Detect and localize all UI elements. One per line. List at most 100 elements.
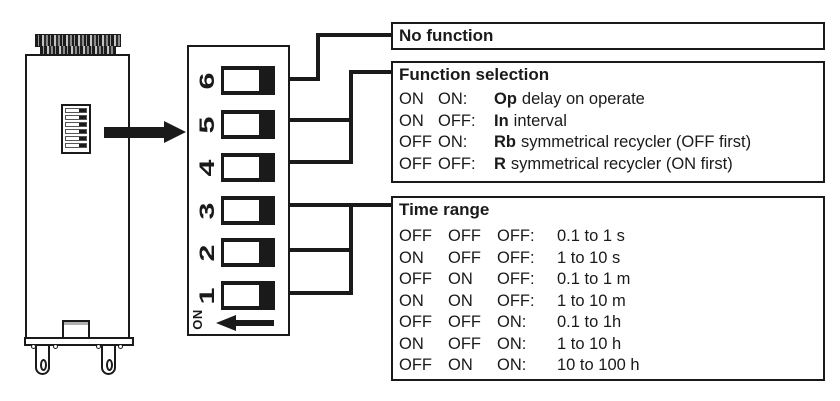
state-cell: OFF: [448, 248, 481, 267]
function-desc: symmetrical recycler (OFF first): [521, 133, 752, 151]
connector-line-switch2: [255, 248, 353, 252]
mini-dip-slot: [65, 122, 87, 127]
dip-switch-number-3: 3: [196, 202, 219, 219]
dip-switch-4: [221, 153, 275, 182]
time-range-title: Time range: [399, 200, 490, 219]
state-cell: ON: [448, 356, 473, 374]
device-body: [25, 54, 130, 339]
dip-switch-actuator: [224, 242, 259, 263]
rivet-dot: [96, 344, 101, 349]
mini-dip-slot-end: [79, 137, 86, 140]
connector-line-switch4: [251, 160, 353, 164]
state-cell: OFF: [399, 227, 432, 245]
connector-line-function: [349, 70, 392, 74]
time-range-value: 0.1 to 1 m: [557, 270, 631, 288]
time-range-row: OFF ON ON: 10 to 100 h: [399, 355, 821, 377]
rivet-dot: [118, 344, 123, 349]
mini-dip-slot: [65, 129, 87, 134]
time-range-row: ON OFF ON: 1 to 10 h: [399, 334, 821, 356]
state-cell: OFF:: [497, 291, 535, 310]
dip-switch-5: [221, 110, 275, 139]
state-cell: OFF:: [438, 154, 476, 173]
state-cell: ON: [399, 334, 424, 353]
dip-switch-number-4: 4: [196, 159, 219, 176]
state-cell: OFF: [399, 270, 432, 288]
on-direction-arrow-head-icon: [216, 315, 236, 331]
state-cell: ON:: [438, 90, 468, 108]
function-code: In: [494, 111, 509, 130]
function-code: Op: [494, 90, 517, 108]
function-row: OFF ON: Rb symmetrical recycler (OFF first): [399, 132, 821, 154]
state-cell: OFF: [448, 227, 481, 245]
time-range-row: ON ON OFF: 1 to 10 m: [399, 291, 821, 313]
time-range-value: 0.1 to 1 s: [557, 227, 625, 245]
dip-switch-actuator: [224, 157, 259, 178]
state-cell: ON: [399, 291, 424, 310]
state-cell: OFF: [448, 334, 481, 353]
dip-switch-number-2: 2: [196, 244, 219, 261]
time-range-value: 1 to 10 m: [557, 291, 626, 310]
connector-line-switch6: [316, 33, 392, 37]
device-dip-switch-mini: [61, 104, 91, 154]
dip-switch-actuator: [224, 285, 259, 306]
function-desc: delay on operate: [521, 90, 645, 108]
state-cell: ON: [448, 270, 473, 288]
state-cell: ON:: [497, 356, 527, 374]
mini-dip-slot: [65, 115, 87, 120]
state-cell: OFF: [399, 154, 432, 173]
state-cell: OFF:: [497, 270, 535, 288]
dip-switch-actuator: [224, 70, 259, 91]
dip-switch-3: [221, 196, 275, 225]
mini-dip-slot: [65, 143, 87, 148]
connector-line-switch6: [316, 33, 320, 81]
time-range-row: OFF OFF ON: 0.1 to 1h: [399, 312, 821, 334]
device-bottom-notch: [62, 320, 90, 339]
state-cell: OFF:: [497, 227, 535, 245]
state-cell: ON:: [497, 313, 527, 331]
mini-dip-slot-end: [79, 130, 86, 133]
mini-dip-slot-end: [79, 123, 86, 126]
dip-switch-number-6: 6: [196, 72, 219, 89]
function-desc: symmetrical recycler (ON first): [510, 154, 733, 173]
state-cell: ON:: [497, 334, 527, 353]
state-cell: ON: [399, 248, 424, 267]
state-cell: ON: [448, 291, 473, 310]
pin-hole: [40, 359, 47, 371]
rivet-dot: [53, 344, 58, 349]
zoom-arrow-head-icon: [164, 121, 186, 143]
mini-dip-slot-end: [79, 116, 86, 119]
state-cell: OFF:: [497, 248, 535, 267]
mounting-pin-right: [101, 344, 116, 375]
dip-switch-number-5: 5: [196, 116, 219, 133]
state-cell: OFF:: [438, 111, 476, 130]
on-label: ON: [189, 309, 205, 330]
state-cell: OFF: [448, 313, 481, 331]
state-cell: ON:: [438, 133, 468, 151]
device-base-plate: [24, 337, 134, 346]
mini-dip-slot: [65, 108, 87, 113]
state-cell: OFF: [399, 356, 432, 374]
function-code: Rb: [494, 133, 516, 151]
state-cell: OFF: [399, 133, 432, 151]
time-range-value: 10 to 100 h: [557, 356, 640, 374]
dip-switch-actuator: [224, 200, 259, 221]
state-cell: OFF: [399, 313, 432, 331]
time-range-value: 1 to 10 h: [557, 334, 622, 353]
time-range-value: 0.1 to 1h: [557, 313, 622, 331]
time-range-row: OFF OFF OFF: 0.1 to 1 s: [399, 226, 821, 248]
state-cell: ON: [399, 111, 424, 130]
dip-switch-2: [221, 238, 275, 267]
connector-line-switch5: [255, 118, 353, 122]
state-cell: ON: [399, 90, 424, 108]
on-direction-arrow-icon: [235, 320, 274, 326]
pin-hole: [106, 359, 113, 371]
